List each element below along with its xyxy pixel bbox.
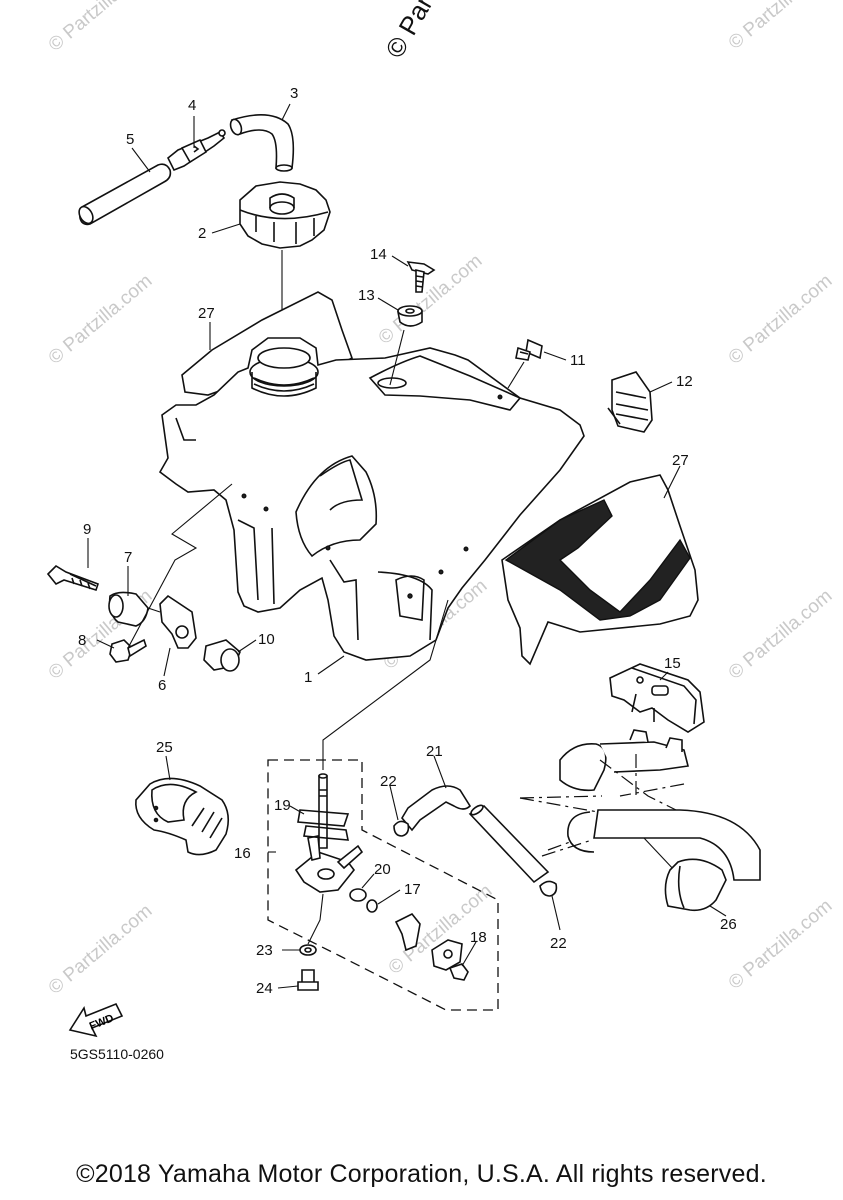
- copyright-notice: ©2018 Yamaha Motor Corporation, U.S.A. A…: [76, 1160, 767, 1188]
- callout-6: 6: [158, 677, 166, 694]
- bolt-9-part: [46, 564, 100, 591]
- clip-22-upper-part: [393, 820, 410, 837]
- callout-25: 25: [156, 739, 173, 756]
- callout-9: 9: [83, 521, 91, 538]
- fuel-cock-axis: [307, 893, 324, 945]
- diagram-code: 5GS5110-0260: [70, 1046, 164, 1062]
- callout-2: 2: [198, 225, 206, 242]
- watermark: © Partzilla.com: [45, 900, 157, 998]
- clip-22-lower-part: [539, 880, 558, 897]
- damper-7-part: [108, 591, 149, 627]
- callout-19: 19: [274, 797, 291, 814]
- callout-12: 12: [676, 373, 693, 390]
- callout-leaders: [87, 103, 727, 989]
- callout-24: 24: [256, 980, 273, 997]
- callout-21: 21: [426, 743, 443, 760]
- callout-16: 16: [234, 845, 251, 862]
- callout-5: 5: [126, 131, 134, 148]
- fuel-cap-part: [239, 181, 331, 249]
- callout-13: 13: [358, 287, 375, 304]
- clip-part: [607, 371, 653, 433]
- watermark: © Partzilla.com: [375, 250, 487, 348]
- breather-valve-part: [166, 129, 226, 172]
- fuel-cock-leader-line: [322, 599, 449, 770]
- damper-leader-line: [389, 329, 405, 386]
- callout-8: 8: [78, 632, 86, 649]
- vent-hose-part: [78, 163, 172, 226]
- damper-part: [397, 305, 423, 327]
- watermark: © Partzilla.com: [725, 270, 837, 368]
- watermark: © Partzilla.com: [725, 895, 837, 993]
- callout-22-upper: 22: [380, 773, 397, 790]
- plate-part: [431, 939, 463, 971]
- callout-labels: 1 2 3 4 5 6 7 8 9 10 11 12 13 14 15 16 1…: [78, 85, 737, 997]
- breather-hose-part: [229, 114, 295, 172]
- bracket-6-part: [159, 594, 197, 649]
- screw-part: [406, 261, 436, 293]
- callout-15: 15: [664, 655, 681, 672]
- callout-3: 3: [290, 85, 298, 102]
- watermark: © Partzilla.com: [45, 270, 157, 368]
- collar-leader-line: [147, 607, 161, 613]
- watermark: © Partzilla.com: [725, 585, 837, 683]
- fuel-cock-assembly: [267, 759, 499, 1011]
- callout-14: 14: [370, 246, 387, 263]
- callout-22-lower: 22: [550, 935, 567, 952]
- top-watermark: © Part: [379, 0, 442, 63]
- screw-24-part: [297, 969, 319, 991]
- fuel-hose-part: [401, 785, 550, 884]
- callout-17: 17: [404, 881, 421, 898]
- fwd-arrow-icon: FWD: [68, 1002, 124, 1038]
- bolt-part: [515, 338, 543, 361]
- o-ring-20-part: [349, 888, 367, 902]
- frame-section: [519, 729, 761, 881]
- callout-7: 7: [124, 549, 132, 566]
- lever-part: [394, 912, 421, 952]
- protector-part: [135, 777, 230, 856]
- bolt-leader-line: [507, 361, 525, 389]
- collar-10-part: [203, 639, 241, 672]
- callout-4: 4: [188, 97, 196, 114]
- bracket-leader-line: [127, 483, 233, 649]
- callout-20: 20: [374, 861, 391, 878]
- washer-23-part: [299, 944, 317, 956]
- watermark: © Partzilla.com: [725, 0, 837, 54]
- callout-10: 10: [258, 631, 275, 648]
- strainer-19-part: [297, 809, 350, 827]
- watermark: © Partzilla.com: [45, 0, 157, 56]
- bolt-8-part: [109, 638, 147, 663]
- fuel-tank-part: [158, 337, 585, 661]
- callout-18: 18: [470, 929, 487, 946]
- callout-11: 11: [570, 352, 586, 369]
- callout-27-left: 27: [198, 305, 215, 322]
- callout-23: 23: [256, 942, 273, 959]
- holder-part: [609, 663, 705, 733]
- tank-pad-right-part: [501, 474, 699, 666]
- callout-27-right: 27: [672, 452, 689, 469]
- callout-26: 26: [720, 916, 737, 933]
- o-ring-17-part: [366, 899, 378, 913]
- frame-damper-part: [664, 858, 727, 912]
- screw-18-part: [448, 963, 469, 981]
- callout-1: 1: [304, 669, 312, 686]
- fuel-cock-part: [294, 773, 364, 893]
